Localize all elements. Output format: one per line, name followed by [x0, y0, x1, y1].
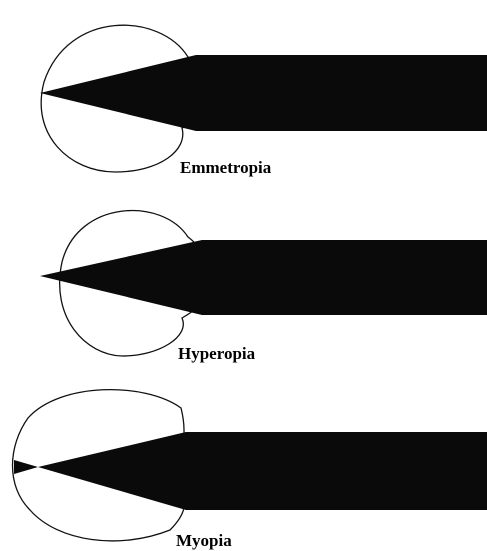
panel-emmetropia: Emmetropia [40, 25, 487, 177]
panel-myopia: Myopia [13, 390, 487, 550]
label-emmetropia: Emmetropia [180, 158, 272, 177]
label-myopia: Myopia [176, 531, 232, 550]
label-hyperopia: Hyperopia [178, 344, 256, 363]
panel-hyperopia: Hyperopia [40, 211, 487, 363]
